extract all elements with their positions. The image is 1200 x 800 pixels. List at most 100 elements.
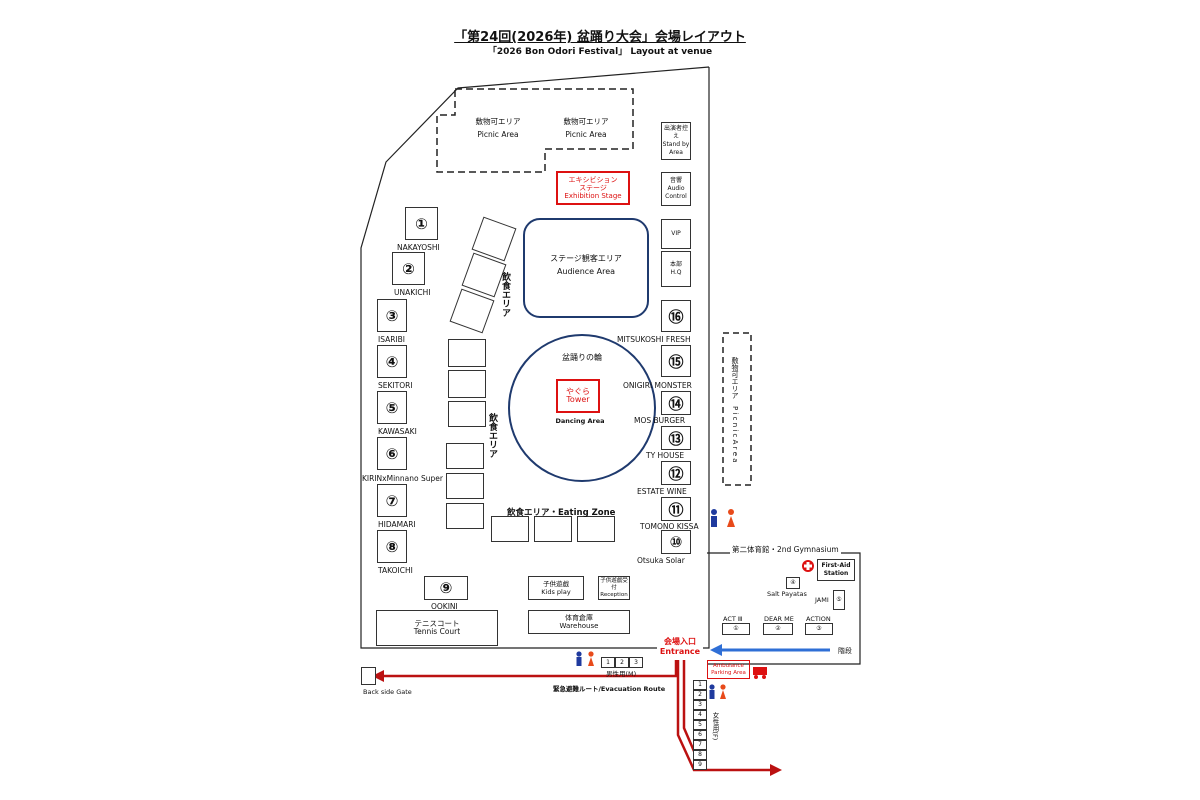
booth-2-name: UNAKICHI (394, 288, 431, 297)
mens-stall: 1 (601, 657, 615, 668)
gym-act-3-name: ACTION (806, 615, 831, 623)
womens-stall: 1 (693, 680, 707, 690)
booth-14-name: MOS BURGER (634, 416, 686, 425)
gym-act-3: ③ (805, 623, 833, 635)
womens-stall: 6 (693, 730, 707, 740)
evacuation-route-label: 緊急避難ルート/Evacuation Route (553, 685, 666, 693)
eating-booth (446, 473, 484, 499)
womens-stall: 2 (693, 690, 707, 700)
womens-stall: 3 (693, 700, 707, 710)
gym-booth-5: ⑤ (833, 590, 845, 610)
eating-booths-rotated (449, 216, 517, 334)
toilet-icons (576, 509, 735, 699)
booth-7-name: HIDAMARI (378, 520, 416, 529)
back-gate-label: Back side Gate (363, 688, 412, 696)
booth-12-name: ESTATE WINE (637, 487, 687, 496)
dancing-ring-label: 盆踊りの輪 (562, 353, 602, 362)
booth-9-number: ⑨ (424, 576, 468, 600)
booth-6-number: ⑥ (377, 437, 407, 470)
first-aid-station: First-Aid Station (817, 559, 855, 581)
ambulance-icon (753, 667, 767, 679)
booth-13-name: TY HOUSE (646, 451, 685, 460)
gym-booth-4-name: Salt Payatas (767, 590, 807, 598)
booth-14-number: ⑭ (661, 391, 691, 415)
booth-2-number: ② (392, 252, 425, 285)
gym-act-2-name: DEAR ME (764, 615, 794, 623)
booth-9-name: OOKINI (431, 602, 458, 611)
audience-area (523, 218, 649, 318)
mens-stall: 2 (615, 657, 629, 668)
booth-6-name: KIRINxMinnano Super (362, 474, 443, 483)
booth-8-name: TAKOICHI (378, 566, 413, 575)
booth-10-name: Otsuka Solar (637, 556, 685, 565)
back-gate (361, 667, 376, 685)
booth-1-name: NAKAYOSHI (397, 243, 440, 252)
booth-8-number: ⑧ (377, 530, 407, 563)
picnic-area-top (436, 88, 634, 173)
booth-3-name: ISARIBI (378, 335, 406, 344)
booth-15-name: ONIGIRI MONSTER (623, 381, 692, 390)
eating-booth (534, 516, 572, 542)
eating-booth (448, 339, 486, 367)
eating-booth (448, 401, 486, 427)
eating-area-label-1: 飲食エリア (500, 272, 510, 317)
gym-act-2: ② (763, 623, 793, 635)
eating-area-label-2: 飲食エリア (487, 413, 497, 458)
page-title: 「第24回(2026年) 盆踊り大会」会場レイアウト (454, 30, 746, 45)
gym-booth-4: ④ (786, 577, 800, 589)
eating-booth (448, 370, 486, 398)
womens-stall: 9 (693, 760, 707, 770)
womens-stall: 5 (693, 720, 707, 730)
womens-stall: 7 (693, 740, 707, 750)
ambulance-parking: Ambulance Parking Area (707, 660, 750, 679)
gym-act-1: ① (722, 623, 750, 635)
womens-stall: 4 (693, 710, 707, 720)
gym-title: 第二体育館・2nd Gymnasium (730, 544, 841, 555)
booth-5-name: KAWASAKI (378, 427, 417, 436)
booth-4-name: SEKITORI (378, 381, 413, 390)
eating-booth (446, 443, 484, 469)
womens-toilet-label: 女性用(F) (711, 712, 719, 741)
gym-act-1-name: ACT Ⅲ (723, 615, 743, 623)
venue-boundary (360, 66, 710, 649)
booth-13-number: ⑬ (661, 426, 691, 450)
page-subtitle: 「2026 Bon Odori Festival」 Layout at venu… (487, 47, 713, 57)
picnic-area-3: 敷物可エリア P i c n i c A r e a (731, 357, 739, 463)
booth-7-number: ⑦ (377, 484, 407, 517)
picnic-area-right (722, 332, 752, 486)
eating-booth (491, 516, 529, 542)
booth-15-number: ⑮ (661, 345, 691, 377)
gym-booth-5-name: JAMI (815, 596, 829, 604)
booth-3-number: ③ (377, 299, 407, 332)
booth-16-name: MITSUKOSHI FRESH (617, 335, 691, 344)
booth-11-number: ⑪ (661, 497, 691, 521)
mens-toilet-label: 男性用(M) (606, 670, 637, 678)
womens-stall: 8 (693, 750, 707, 760)
booth-1-number: ① (405, 207, 438, 240)
stairs-label: 階段 (838, 647, 852, 655)
eating-booth (577, 516, 615, 542)
eating-zone-label: 飲食エリア・Eating Zone (507, 508, 616, 518)
booth-12-number: ⑫ (661, 461, 691, 485)
mens-stall: 3 (629, 657, 643, 668)
booth-5-number: ⑤ (377, 391, 407, 424)
eating-booth (446, 503, 484, 529)
vip-area: VIP (661, 219, 691, 249)
booth-10-number: ⑩ (661, 530, 691, 554)
booth-11-name: TOMONO KISSA (640, 522, 699, 531)
booth-16-number: ⑯ (661, 300, 691, 332)
